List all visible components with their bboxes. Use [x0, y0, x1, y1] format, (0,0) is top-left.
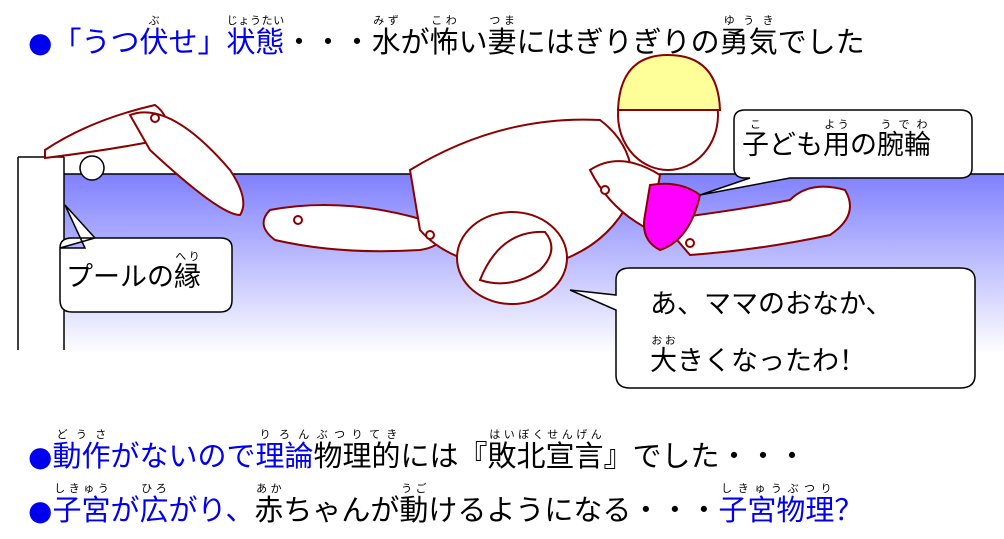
furigana: つま: [487, 14, 517, 27]
ruby-word: 用よう: [823, 118, 850, 161]
text: 怖: [429, 25, 459, 59]
furigana: ひろ: [139, 482, 169, 495]
ruby-word: 状態じょうたい: [226, 14, 285, 59]
furigana: じょうたい: [226, 14, 285, 27]
ruby-word: 理論りろん: [255, 428, 314, 473]
text: 腕輪: [877, 130, 931, 161]
ruby-word: 赤あか: [254, 482, 284, 527]
headline: ●「うつ伏ぶせ」状態じょうたい・・・水みずが怖こわい妻つまにはぎりぎりの勇気ゆう…: [28, 14, 865, 61]
ruby-word: 勇気ゆうき: [719, 14, 778, 59]
furigana: あか: [254, 482, 284, 495]
furigana: おお: [650, 334, 677, 347]
bullet-icon: ●: [28, 440, 53, 473]
ruby-word: 伏ぶ: [139, 14, 169, 59]
furigana: うでわ: [877, 118, 931, 131]
furigana: しきゅうぶつり: [718, 482, 835, 495]
text: 大: [650, 346, 677, 377]
text-line: 大おおきくなったわ！: [650, 334, 892, 385]
swimmer-figure: [44, 53, 851, 305]
prone-term: 「うつ伏ぶせ」状態じょうたい: [52, 14, 285, 59]
text: あ、ママのおなか、: [650, 289, 893, 320]
conclusion-line-1: ●動作どうさがないので理論りろん物理的ぶつりてきには『敗北宣言はいぼくせんげん』…: [28, 428, 807, 475]
ruby-word: 水みず: [371, 14, 401, 59]
furigana: こ: [742, 118, 769, 131]
text: 「うつ: [52, 25, 140, 59]
text: 物理的: [313, 439, 401, 473]
text: 敗北宣言: [487, 439, 604, 473]
bullet-icon: ●: [28, 26, 53, 59]
ruby-word: 子宮物理しきゅうぶつり: [718, 482, 835, 527]
text: 縁: [174, 262, 201, 293]
text: の: [850, 130, 877, 161]
bracelet: [643, 182, 702, 252]
furigana: みず: [371, 14, 401, 27]
text: が: [110, 493, 140, 527]
text: が: [400, 25, 430, 59]
furigana: ぶ: [139, 14, 169, 27]
pool-edge-bubble: プールの縁へり: [66, 250, 201, 294]
bullet-icon: ●: [28, 494, 53, 527]
conclusion-line-2: ●子宮しきゅうが広ひろがり、赤あかちゃんが動うごけるようになる・・・子宮物理しき…: [28, 482, 863, 529]
ruby-word: 大おお: [650, 334, 677, 377]
text: 』でした・・・: [603, 439, 807, 473]
ruby-word: 腕輪うでわ: [877, 118, 931, 161]
text: がり、: [168, 493, 255, 527]
ruby-word: 敗北宣言はいぼくせんげん: [487, 428, 604, 473]
furigana: どうさ: [52, 428, 111, 441]
blue-phrase: 子宮しきゅうが広ひろがり、: [52, 482, 255, 527]
text: ちゃんが: [283, 493, 400, 527]
bracelet-bubble: 子こども用ようの腕輪うでわ: [742, 118, 931, 162]
blue-phrase: 動作どうさがないので理論りろん: [52, 428, 314, 473]
text: でした: [777, 25, 865, 59]
ruby-word: 動うご: [399, 482, 429, 527]
text: 状態: [226, 25, 285, 59]
baby-bubble: あ、ママのおなか、 大おおきくなったわ！: [650, 282, 892, 385]
text: 水: [371, 25, 401, 59]
text: 広: [139, 493, 169, 527]
text: 勇気: [719, 25, 778, 59]
furigana: ぶつりてき: [313, 428, 401, 441]
text: 用: [823, 130, 850, 161]
swim-cap: [616, 53, 722, 111]
ruby-word: 妻つま: [487, 14, 517, 59]
ruby-word: 怖こわ: [429, 14, 459, 59]
furigana: りろん: [255, 428, 314, 441]
text: ども: [769, 130, 823, 161]
text: 子: [742, 130, 769, 161]
text: 伏: [139, 25, 169, 59]
text: ・・・: [284, 25, 372, 59]
text: い: [458, 25, 488, 59]
ruby-word: 広ひろ: [139, 482, 169, 527]
text: 妻: [487, 25, 517, 59]
ruby-word: 物理的ぶつりてき: [313, 428, 401, 473]
text: 赤: [254, 493, 284, 527]
text: 動作: [52, 439, 111, 473]
furigana: しきゅう: [52, 482, 111, 495]
text: プールの: [66, 262, 174, 293]
ruby-word: 動作どうさ: [52, 428, 111, 473]
text: がないので: [110, 439, 256, 473]
furigana: ゆうき: [719, 14, 778, 27]
ruby-word: 縁へり: [174, 250, 201, 293]
text: ？: [834, 493, 864, 527]
furigana: へり: [174, 250, 201, 263]
text: 動: [399, 493, 429, 527]
text: 子宮: [52, 493, 111, 527]
ruby-word: 子こ: [742, 118, 769, 161]
text: 理論: [255, 439, 314, 473]
text: せ」: [168, 25, 227, 59]
text: にはぎりぎりの: [516, 25, 720, 59]
furigana: はいぼくせんげん: [487, 428, 604, 441]
blue-phrase: 子宮物理しきゅうぶつり？: [718, 482, 864, 527]
text: には『: [400, 439, 488, 473]
furigana: よう: [823, 118, 850, 131]
text: きくなったわ！: [677, 346, 866, 377]
text: けるようになる・・・: [428, 493, 719, 527]
text: 子宮物理: [718, 493, 835, 527]
ruby-word: 子宮しきゅう: [52, 482, 111, 527]
furigana: こわ: [429, 14, 459, 27]
furigana: うご: [399, 482, 429, 495]
speech-bubbles: [59, 109, 976, 389]
